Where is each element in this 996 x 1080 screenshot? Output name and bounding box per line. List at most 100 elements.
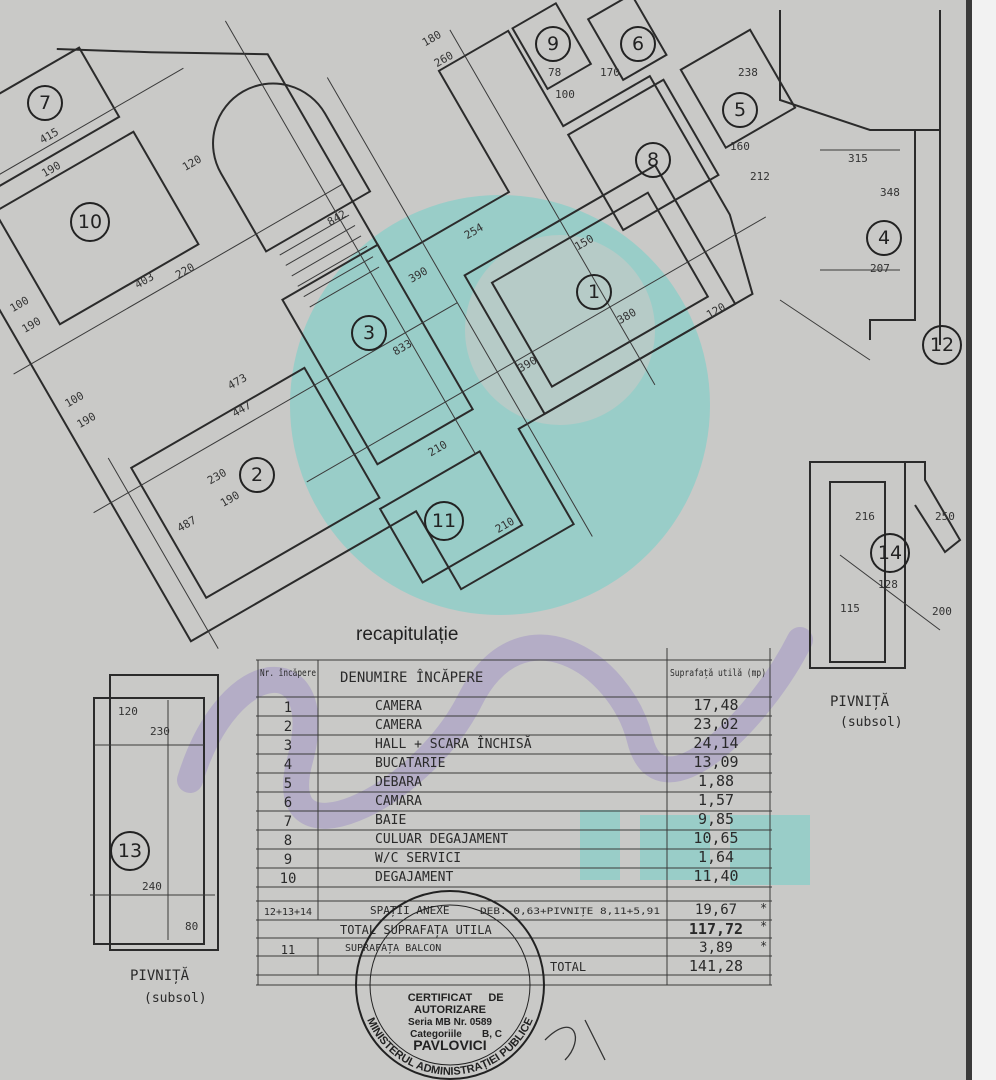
table-row: 9 W/C SERVICI 1,64	[284, 848, 734, 868]
dimension-label: 120	[704, 300, 728, 321]
room-circle	[722, 92, 758, 128]
room-name: HALL + SCARA ÎNCHISĂ	[375, 736, 532, 752]
dimension-label: 220	[173, 261, 197, 282]
room-marker-2: 2	[239, 457, 275, 493]
basement-13-plan	[90, 674, 219, 951]
balcony-label: SUPRAFAȚA BALCON	[345, 943, 441, 954]
room-marker-11: 11	[424, 501, 464, 541]
stamp-name: PAVLOVICI	[413, 1037, 486, 1053]
room-circle	[239, 457, 275, 493]
stamp-line1: CERTIFICAT	[408, 992, 473, 1004]
dimension-label: 100	[8, 294, 32, 315]
room-nr: 7	[284, 814, 292, 830]
room-number: 14	[878, 542, 902, 564]
room-number: 10	[78, 211, 102, 233]
room-name: CAMERA	[375, 718, 422, 733]
dimension-label: 120	[180, 153, 204, 174]
room-7-outline	[0, 46, 121, 199]
room-number: 1	[588, 281, 600, 303]
dimension-label: 190	[75, 410, 99, 431]
room-circle	[110, 831, 150, 871]
room-number: 11	[432, 510, 456, 532]
dimension-label: 348	[880, 186, 900, 199]
room-circle	[922, 325, 962, 365]
dimension-label: 160	[730, 140, 750, 153]
room-5-outline	[679, 28, 797, 150]
dimension-label: 80	[185, 920, 198, 933]
room-circle	[620, 26, 656, 62]
dimension-label: 315	[848, 152, 868, 165]
dimension-label: 120	[118, 705, 138, 718]
room-name: DEGAJAMENT	[375, 870, 453, 885]
room-marker-10: 10	[70, 202, 110, 242]
dimension-label: 212	[750, 170, 770, 183]
room-number: 13	[118, 840, 142, 862]
balcony-mark: *	[760, 939, 767, 953]
basement-sublabel-right: (subsol)	[840, 715, 903, 730]
basement-sublabel-left: (subsol)	[144, 991, 207, 1006]
room-marker-4: 4	[866, 220, 902, 256]
kitchen-wing	[779, 10, 941, 361]
room-circle	[70, 202, 110, 242]
room-area: 1,64	[698, 848, 734, 866]
room-circle	[866, 220, 902, 256]
room-9-outline	[511, 1, 593, 91]
room-area: 1,88	[698, 772, 734, 790]
room-area: 24,14	[693, 734, 738, 752]
room-name: BUCATARIE	[375, 756, 445, 771]
room-area: 1,57	[698, 791, 734, 809]
room-marker-12: 12	[922, 325, 962, 365]
dimension-label: 447	[230, 399, 254, 420]
room-marker-6: 6	[620, 26, 656, 62]
room-nr: 8	[284, 833, 292, 849]
room-number: 4	[878, 227, 890, 249]
room-number: 12	[930, 334, 954, 356]
basement-label-right: PIVNIȚĂ	[830, 692, 890, 710]
signature-icon	[544, 1019, 606, 1061]
room-marker-9: 9	[535, 26, 571, 62]
basement-label-left: PIVNIȚĂ	[130, 966, 190, 984]
room-6-outline	[586, 0, 668, 82]
recap-table: Nr. încăpere DENUMIRE ÎNCĂPERE Suprafață…	[256, 648, 772, 986]
total-area: 141,28	[689, 957, 743, 975]
room-name: W/C SERVICI	[375, 851, 461, 866]
dimension-label: 240	[142, 880, 162, 893]
room-name: CAMARA	[375, 794, 422, 809]
room-nr: 3	[284, 738, 292, 754]
room-area: 13,09	[693, 753, 738, 771]
dimension-label: 78	[548, 66, 561, 79]
room-number: 3	[363, 322, 375, 344]
room-marker-3: 3	[351, 315, 387, 351]
table-row: 6 CAMARA 1,57	[284, 791, 734, 811]
room-number: 8	[647, 149, 659, 171]
stamp-line5: Categoriile	[410, 1029, 462, 1040]
dimension-label: 230	[150, 725, 170, 738]
paper-edge	[968, 0, 996, 1080]
room-nr: 9	[284, 852, 292, 868]
dimension-label: 180	[420, 28, 444, 49]
dimension-label: 170	[600, 66, 620, 79]
dimension-lines	[0, 20, 767, 649]
total-useful-mark: *	[760, 919, 767, 933]
annex-area: 19,67	[695, 902, 737, 918]
room-11-balcony-outline	[378, 450, 524, 584]
room-3-outline	[281, 243, 475, 466]
dimension-label: 473	[225, 371, 249, 392]
room-name: BAIE	[375, 813, 406, 828]
room-nr: 6	[284, 795, 292, 811]
dimension-label: 190	[20, 315, 44, 336]
room-area: 23,02	[693, 715, 738, 733]
room-area: 9,85	[698, 810, 734, 828]
stair-steps	[279, 214, 380, 308]
room-circle	[351, 315, 387, 351]
room-marker-7: 7	[27, 85, 63, 121]
dimension-label: 115	[840, 602, 860, 615]
room-number: 6	[632, 33, 644, 55]
